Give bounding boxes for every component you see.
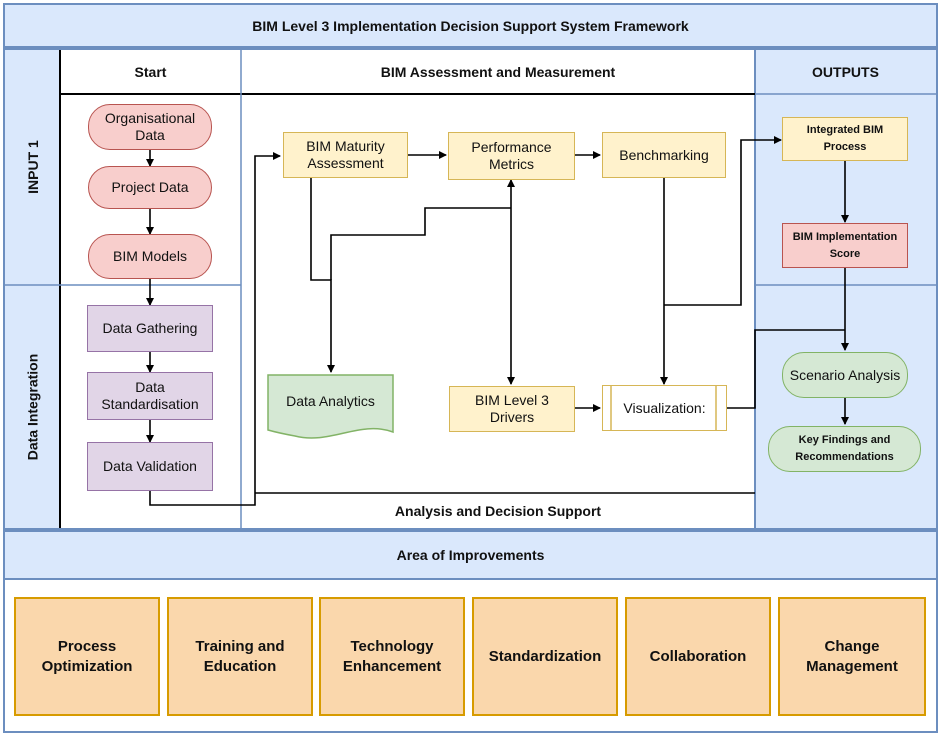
node-organisational-data: Organisational Data <box>88 104 212 150</box>
improvement-change-management: Change Management <box>778 597 926 716</box>
node-bim-implementation-score: BIM Implementation Score <box>782 223 908 268</box>
main-panel <box>3 48 938 530</box>
improvements-title: Area of Improvements <box>3 530 938 580</box>
arrow-validation-to-maturity <box>149 152 281 506</box>
node-bim-models: BIM Models <box>88 234 212 279</box>
framework-title: BIM Level 3 Implementation Decision Supp… <box>3 3 938 48</box>
analysis-decision-support-label: Analysis and Decision Support <box>394 503 602 519</box>
node-data-analytics: Data Analytics <box>286 392 375 409</box>
line-visualization-to-scenario <box>727 329 845 409</box>
column-header-assessment: BIM Assessment and Measurement <box>380 64 616 80</box>
node-benchmarking: Benchmarking <box>602 132 726 178</box>
improvement-standardization: Standardization <box>472 597 618 716</box>
improvement-training-education: Training and Education <box>167 597 313 716</box>
improvements-panel <box>3 580 938 733</box>
data-analytics-shape <box>267 374 394 439</box>
grid-lines <box>59 50 756 528</box>
node-data-standardisation: Data Standardisation <box>87 372 213 420</box>
row-label-strip <box>5 50 60 528</box>
node-performance-metrics: Performance Metrics <box>448 132 575 180</box>
node-key-findings: Key Findings and Recommendations <box>768 426 921 472</box>
node-visualization: Visualization: <box>602 385 727 431</box>
lane-lines <box>5 50 936 528</box>
node-bim-level3-drivers: BIM Level 3 Drivers <box>449 386 575 432</box>
arrow-maturity-to-analytics <box>310 178 335 373</box>
arrow-to-integrated-process <box>664 136 782 306</box>
node-data-validation: Data Validation <box>87 442 213 491</box>
node-scenario-analysis: Scenario Analysis <box>782 352 908 398</box>
column-header-outputs: OUTPUTS <box>812 64 879 80</box>
improvement-collaboration: Collaboration <box>625 597 771 716</box>
node-integrated-bim-process: Integrated BIM Process <box>782 117 908 161</box>
loop-analytics-to-metrics <box>330 207 511 280</box>
improvement-process-optimization: Process Optimization <box>14 597 160 716</box>
node-bim-maturity-assessment: BIM Maturity Assessment <box>283 132 408 178</box>
improvement-technology-enhancement: Technology Enhancement <box>319 597 465 716</box>
node-data-gathering: Data Gathering <box>87 305 213 352</box>
node-project-data: Project Data <box>88 166 212 209</box>
column-header-start: Start <box>134 64 167 80</box>
